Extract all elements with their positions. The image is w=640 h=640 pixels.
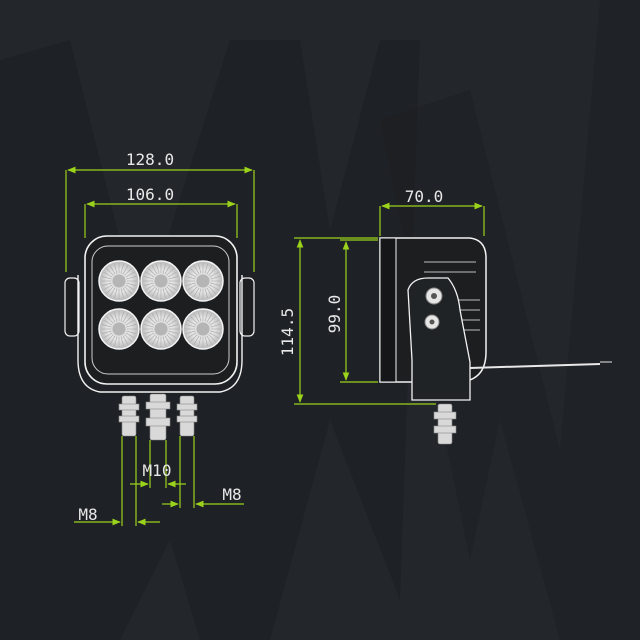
right-mount-ear xyxy=(239,277,255,337)
led-chip xyxy=(195,273,211,289)
center-bolt xyxy=(149,393,167,441)
led-chip xyxy=(153,273,169,289)
dim-lens-width xyxy=(84,200,238,238)
dim-depth xyxy=(379,202,485,236)
dim-overall-height xyxy=(294,237,436,405)
led-chip xyxy=(111,273,127,289)
dim-lens-width-label: 106.0 xyxy=(126,185,174,204)
front-bracket xyxy=(77,275,243,393)
side-lens-edge xyxy=(379,237,397,383)
led-chip xyxy=(195,321,211,337)
dim-left-bolt-label: M8 xyxy=(78,505,97,524)
led-array xyxy=(98,260,224,350)
front-view: 128.0 106.0 M10 M8 xyxy=(64,150,255,526)
dim-overall-width-label: 128.0 xyxy=(126,150,174,169)
dim-body-height xyxy=(340,239,378,383)
side-bracket xyxy=(407,277,471,401)
dim-depth-label: 70.0 xyxy=(405,187,444,206)
dim-right-bolt-label: M8 xyxy=(222,485,241,504)
lamp-lens-frame xyxy=(91,245,230,375)
dim-overall-height-label: 114.5 xyxy=(278,308,297,356)
led-chip xyxy=(111,321,127,337)
dim-center-bolt xyxy=(130,440,186,488)
dim-overall-width xyxy=(65,166,255,272)
dim-right-bolt xyxy=(162,436,244,508)
dim-body-height-label: 99.0 xyxy=(325,295,344,334)
dim-left-bolt xyxy=(74,436,160,526)
side-view: 70.0 114.5 99.0 xyxy=(278,187,612,445)
bolt-assembly xyxy=(118,393,198,441)
side-bolt xyxy=(433,403,457,445)
left-mount-ear xyxy=(64,277,80,337)
dim-center-bolt-label: M10 xyxy=(143,461,172,480)
power-cable xyxy=(469,363,601,369)
led-chip xyxy=(153,321,169,337)
